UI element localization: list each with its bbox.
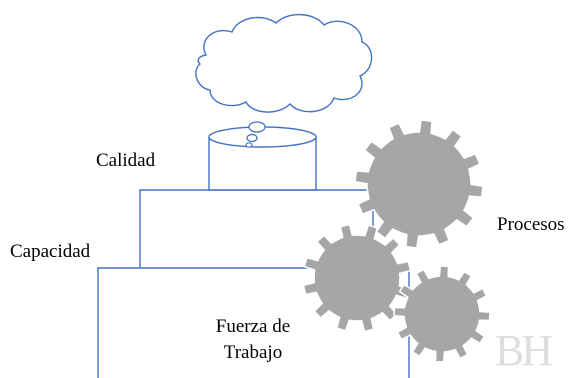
fuerza-label-line2: Trabajo — [223, 342, 283, 363]
gear-small-icon — [393, 265, 491, 363]
gear-large-body — [354, 119, 484, 249]
capacidad-label: Capacidad — [10, 241, 91, 262]
gear-medium-icon — [302, 223, 412, 333]
bh-watermark-logo: BH — [495, 326, 553, 375]
fuerza-label-line1: Fuerza de — [215, 316, 291, 337]
gear-large-icon — [354, 119, 484, 249]
gear-medium-body — [302, 223, 412, 333]
gear-small-body — [393, 265, 491, 363]
procesos-label: Procesos — [497, 214, 565, 235]
fuerza-de-trabajo-label: Fuerza de Trabajo — [198, 314, 308, 366]
calidad-cylinder — [208, 126, 317, 191]
thought-cloud — [195, 13, 373, 148]
calidad-label: Calidad — [96, 150, 156, 171]
